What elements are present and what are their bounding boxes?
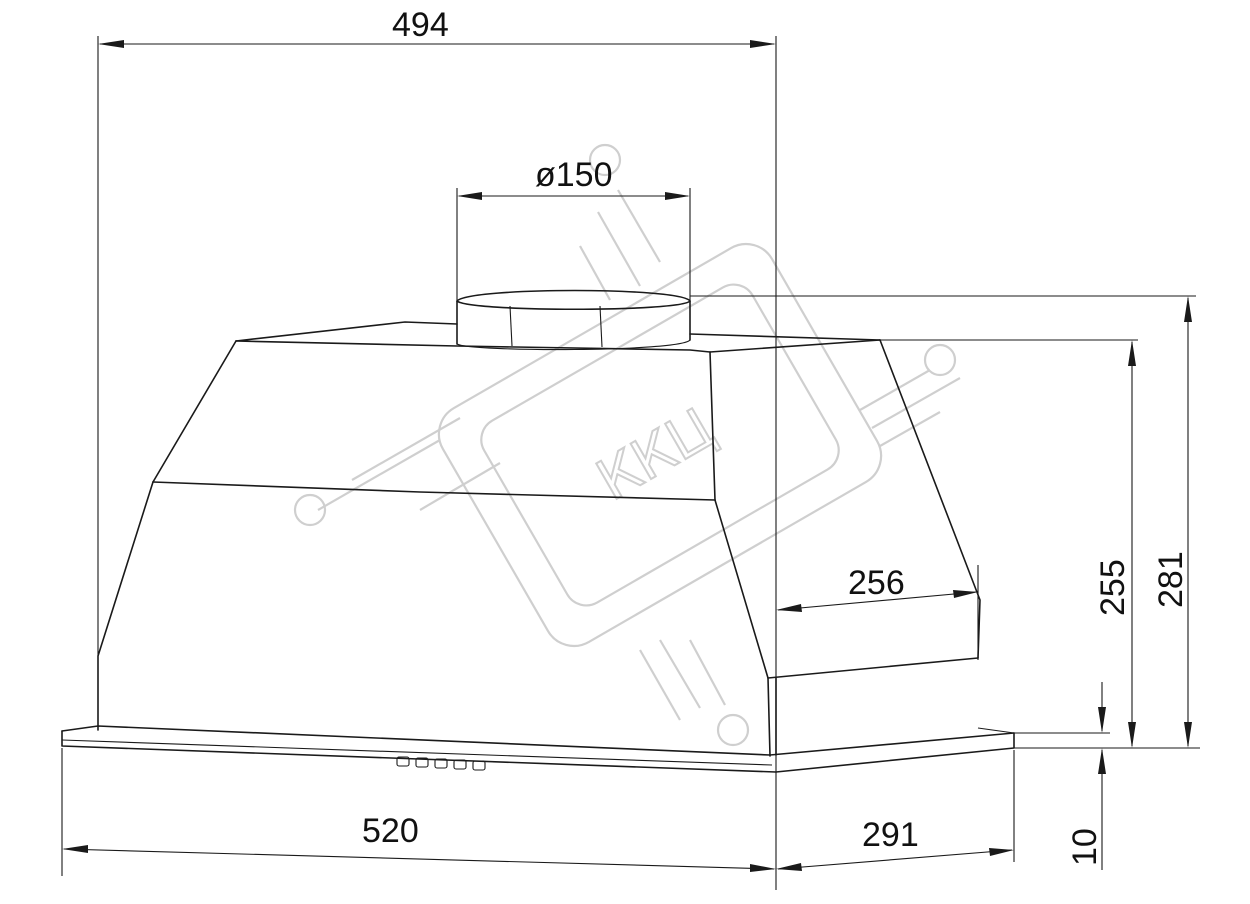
dim-depth-top: 256 bbox=[776, 564, 979, 660]
housing-top-edge bbox=[235, 321, 458, 342]
hood-body bbox=[61, 289, 1015, 773]
housing-side-bottom bbox=[767, 657, 979, 679]
dim-label-255: 255 bbox=[1094, 559, 1132, 616]
button-2 bbox=[415, 757, 429, 768]
dim-total-height: 281 bbox=[690, 295, 1196, 748]
duct-collar bbox=[456, 289, 691, 351]
watermark-text: ККЦ bbox=[586, 396, 725, 514]
dim-label-256: 256 bbox=[848, 564, 905, 602]
dim-panel-depth: 291 bbox=[776, 750, 1015, 871]
dim-label-150: ø150 bbox=[535, 156, 613, 194]
button-3 bbox=[434, 758, 448, 769]
button-1 bbox=[396, 756, 410, 767]
button-5 bbox=[472, 760, 486, 771]
dim-top-width: 494 bbox=[97, 6, 777, 890]
housing-left-upper bbox=[152, 340, 237, 483]
dim-label-10: 10 bbox=[1066, 828, 1104, 866]
dim-duct-diameter: ø150 bbox=[456, 156, 691, 300]
control-buttons bbox=[396, 756, 486, 771]
watermark-logo: ККЦ bbox=[293, 143, 961, 747]
housing-middle-crease bbox=[152, 481, 716, 501]
dim-label-494: 494 bbox=[392, 6, 449, 44]
housing-front-edge-right bbox=[709, 339, 881, 353]
dim-label-520: 520 bbox=[362, 812, 419, 850]
dim-label-291: 291 bbox=[862, 816, 919, 854]
dim-panel-width: 520 bbox=[61, 748, 776, 876]
housing-left-lower bbox=[97, 481, 154, 731]
dim-panel-thickness: 10 bbox=[1014, 682, 1110, 870]
housing-front-right-upper bbox=[709, 351, 716, 501]
button-4 bbox=[453, 759, 467, 770]
dim-label-281: 281 bbox=[1152, 551, 1190, 608]
bottom-panel bbox=[61, 725, 1015, 773]
housing-side-upper bbox=[879, 339, 981, 659]
housing-top-edge-right bbox=[689, 333, 881, 341]
dim-body-height: 255 bbox=[880, 339, 1200, 749]
housing-front-top bbox=[235, 340, 711, 353]
